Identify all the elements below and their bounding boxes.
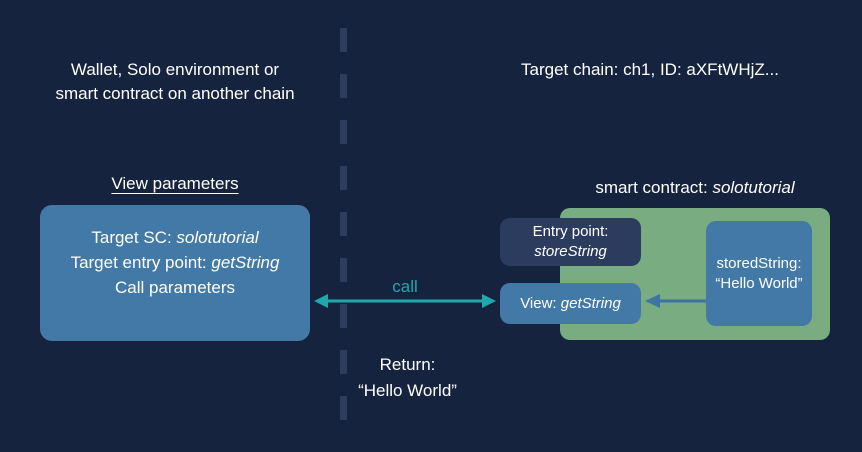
entry-point-box: Entry point: storeString — [500, 218, 641, 266]
right-side-header: Target chain: ch1, ID: aXFtWHjZ... — [521, 60, 779, 79]
view-parameters-title: View parameters — [111, 174, 239, 193]
call-double-arrow-icon — [314, 294, 496, 308]
stored-string-to-view-arrow-icon — [645, 294, 707, 308]
return-label: Return: “Hello World” — [358, 355, 457, 400]
stored-string-value: “Hello World” — [715, 274, 803, 292]
entry-point-label: Entry point: — [532, 223, 609, 240]
smart-contract-title: smart contract: solotutorial — [560, 177, 830, 199]
target-entry-point-line: Target entry point: getString — [71, 250, 280, 275]
view-box: View: getString — [500, 283, 641, 324]
target-entry-point-label: Target entry point: — [70, 252, 212, 272]
call-label: call — [392, 277, 418, 296]
entry-point-value: storeString — [534, 243, 607, 260]
target-sc-label: Target SC: — [91, 227, 177, 247]
smart-contract-value: solotutorial — [712, 178, 795, 197]
target-sc-value: solotutorial — [176, 227, 259, 247]
view-value: getString — [560, 294, 621, 312]
smart-contract-label: smart contract: — [595, 178, 713, 197]
target-entry-point-value: getString — [211, 252, 280, 272]
view-label: View: — [520, 294, 561, 312]
view-line: View: getString — [520, 294, 621, 314]
target-sc-line: Target SC: solotutorial — [91, 225, 258, 250]
chain-boundary-divider — [340, 28, 347, 426]
stored-string-label: storedString: — [716, 254, 802, 272]
view-parameters-box: Target SC: solotutorial Target entry poi… — [40, 205, 310, 341]
left-side-header: Wallet, Solo environment or smart contra… — [55, 60, 295, 103]
stored-string-box: storedString: “Hello World” — [706, 221, 812, 326]
call-parameters-line: Call parameters — [115, 277, 235, 297]
